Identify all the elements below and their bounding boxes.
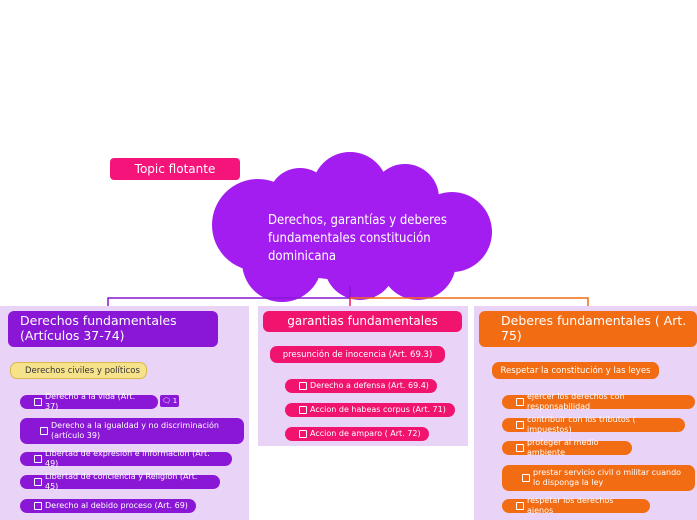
leaf-ejercer-derechos[interactable]: ejercer los derechos con responsabilidad (502, 392, 695, 411)
leaf-label: prestar servicio civil o militar cuando … (533, 468, 682, 487)
checkbox-icon[interactable] (299, 406, 307, 414)
checkbox-icon[interactable] (516, 398, 524, 406)
leaf-servicio-civil-militar[interactable]: prestar servicio civil o militar cuando … (502, 465, 695, 491)
leaf-derecho-vida[interactable]: Derecho a la vida (Art. 37) (20, 392, 158, 411)
checkbox-icon[interactable] (299, 382, 307, 390)
leaf-label: Derecho al debido proceso (Art. 69) (45, 501, 188, 510)
leaf-libertad-conciencia[interactable]: Libertad de conciencia y Religión (Art. … (20, 472, 220, 491)
checkbox-icon[interactable] (34, 502, 42, 510)
leaf-label: Accion de habeas corpus (Art. 71) (310, 405, 446, 414)
derechos-civiles-node[interactable]: Derechos civiles y políticos (10, 362, 147, 379)
checkbox-icon[interactable] (40, 427, 48, 435)
comment-badge[interactable]: 🗨1 (160, 395, 179, 407)
leaf-label: Accion de amparo ( Art. 72) (310, 429, 421, 438)
leaf-contribuir-tributos[interactable]: contribuir con los tributos ( impuestos) (502, 415, 685, 434)
checkbox-icon[interactable] (516, 421, 524, 429)
leaf-label: respetar los derechos ajenos (527, 496, 614, 515)
checkbox-icon[interactable] (299, 430, 307, 438)
leaf-derecho-defensa[interactable]: Derecho a defensa (Art. 69.4) (285, 379, 437, 393)
checkbox-icon[interactable] (516, 444, 524, 452)
leaf-derecho-igualdad[interactable]: Derecho a la igualdad y no discriminació… (20, 418, 244, 444)
leaf-label: Libertad de expresión e información (Art… (45, 449, 210, 468)
leaf-label: Derecho a la igualdad y no discriminació… (51, 421, 219, 440)
leaf-proteger-ambiente[interactable]: proteger al medio ambiente (502, 438, 632, 457)
derechos-fundamentales-node[interactable]: Derechos fundamentales (Artículos 37-74) (8, 311, 218, 347)
deberes-fundamentales-node[interactable]: Deberes fundamentales ( Art. 75) (479, 311, 697, 347)
comment-count: 1 (172, 397, 178, 405)
leaf-respetar-derechos-ajenos[interactable]: respetar los derechos ajenos (502, 496, 650, 515)
leaf-libertad-expresion[interactable]: Libertad de expresión e información (Art… (20, 449, 232, 468)
leaf-label: Libertad de conciencia y Religión (Art. … (45, 472, 198, 491)
garantias-fundamentales-node[interactable]: garantias fundamentales (263, 311, 462, 332)
checkbox-icon[interactable] (34, 455, 42, 463)
central-topic-label[interactable]: Derechos, garantías y deberes fundamenta… (268, 213, 447, 264)
leaf-habeas-corpus[interactable]: Accion de habeas corpus (Art. 71) (285, 403, 455, 417)
checkbox-icon[interactable] (34, 478, 42, 486)
leaf-label: Derecho a defensa (Art. 69.4) (310, 381, 429, 390)
checkbox-icon[interactable] (516, 502, 524, 510)
presuncion-inocencia-node[interactable]: presunción de inocencia (Art. 69.3) (270, 346, 445, 363)
checkbox-icon[interactable] (34, 398, 42, 406)
floating-topic[interactable]: Topic flotante (110, 158, 240, 180)
leaf-label: ejercer los derechos con responsabilidad (527, 392, 625, 411)
leaf-debido-proceso[interactable]: Derecho al debido proceso (Art. 69) (20, 499, 196, 513)
central-cloud-shape[interactable] (212, 152, 492, 302)
leaf-label: contribuir con los tributos ( impuestos) (527, 415, 636, 434)
comment-icon: 🗨 (161, 397, 171, 405)
checkbox-icon[interactable] (522, 474, 530, 482)
leaf-accion-amparo[interactable]: Accion de amparo ( Art. 72) (285, 427, 429, 441)
leaf-label: Derecho a la vida (Art. 37) (45, 392, 136, 411)
respetar-constitucion-node[interactable]: Respetar la constitución y las leyes (492, 362, 659, 379)
leaf-label: proteger al medio ambiente (527, 438, 599, 457)
